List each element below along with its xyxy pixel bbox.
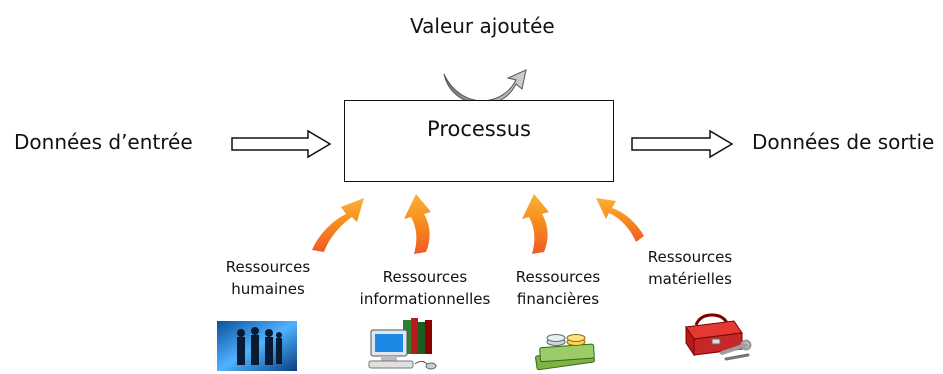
money-icon [535,334,595,371]
resource-information-label: Ressources informationnelles [359,268,491,308]
resource-material-label: Ressources matérielles [647,248,733,288]
toolbox-icon [685,313,752,361]
resource-financial-label: Ressources financières [515,268,601,308]
process-box: Processus [344,100,614,182]
people-icon [217,321,297,371]
resource-arrow-2-icon [404,194,431,254]
value-added-label: Valeur ajoutée [410,14,555,38]
resource-arrow-1-icon [312,198,364,252]
resource-arrow-4-icon [596,198,644,242]
output-label: Données de sortie [752,130,935,154]
process-title: Processus [427,117,531,141]
resource-human-label: Ressources humaines [225,258,311,298]
input-label: Données d’entrée [14,130,193,154]
resource-arrow-3-icon [522,194,549,254]
computer-books-icon [368,318,437,370]
